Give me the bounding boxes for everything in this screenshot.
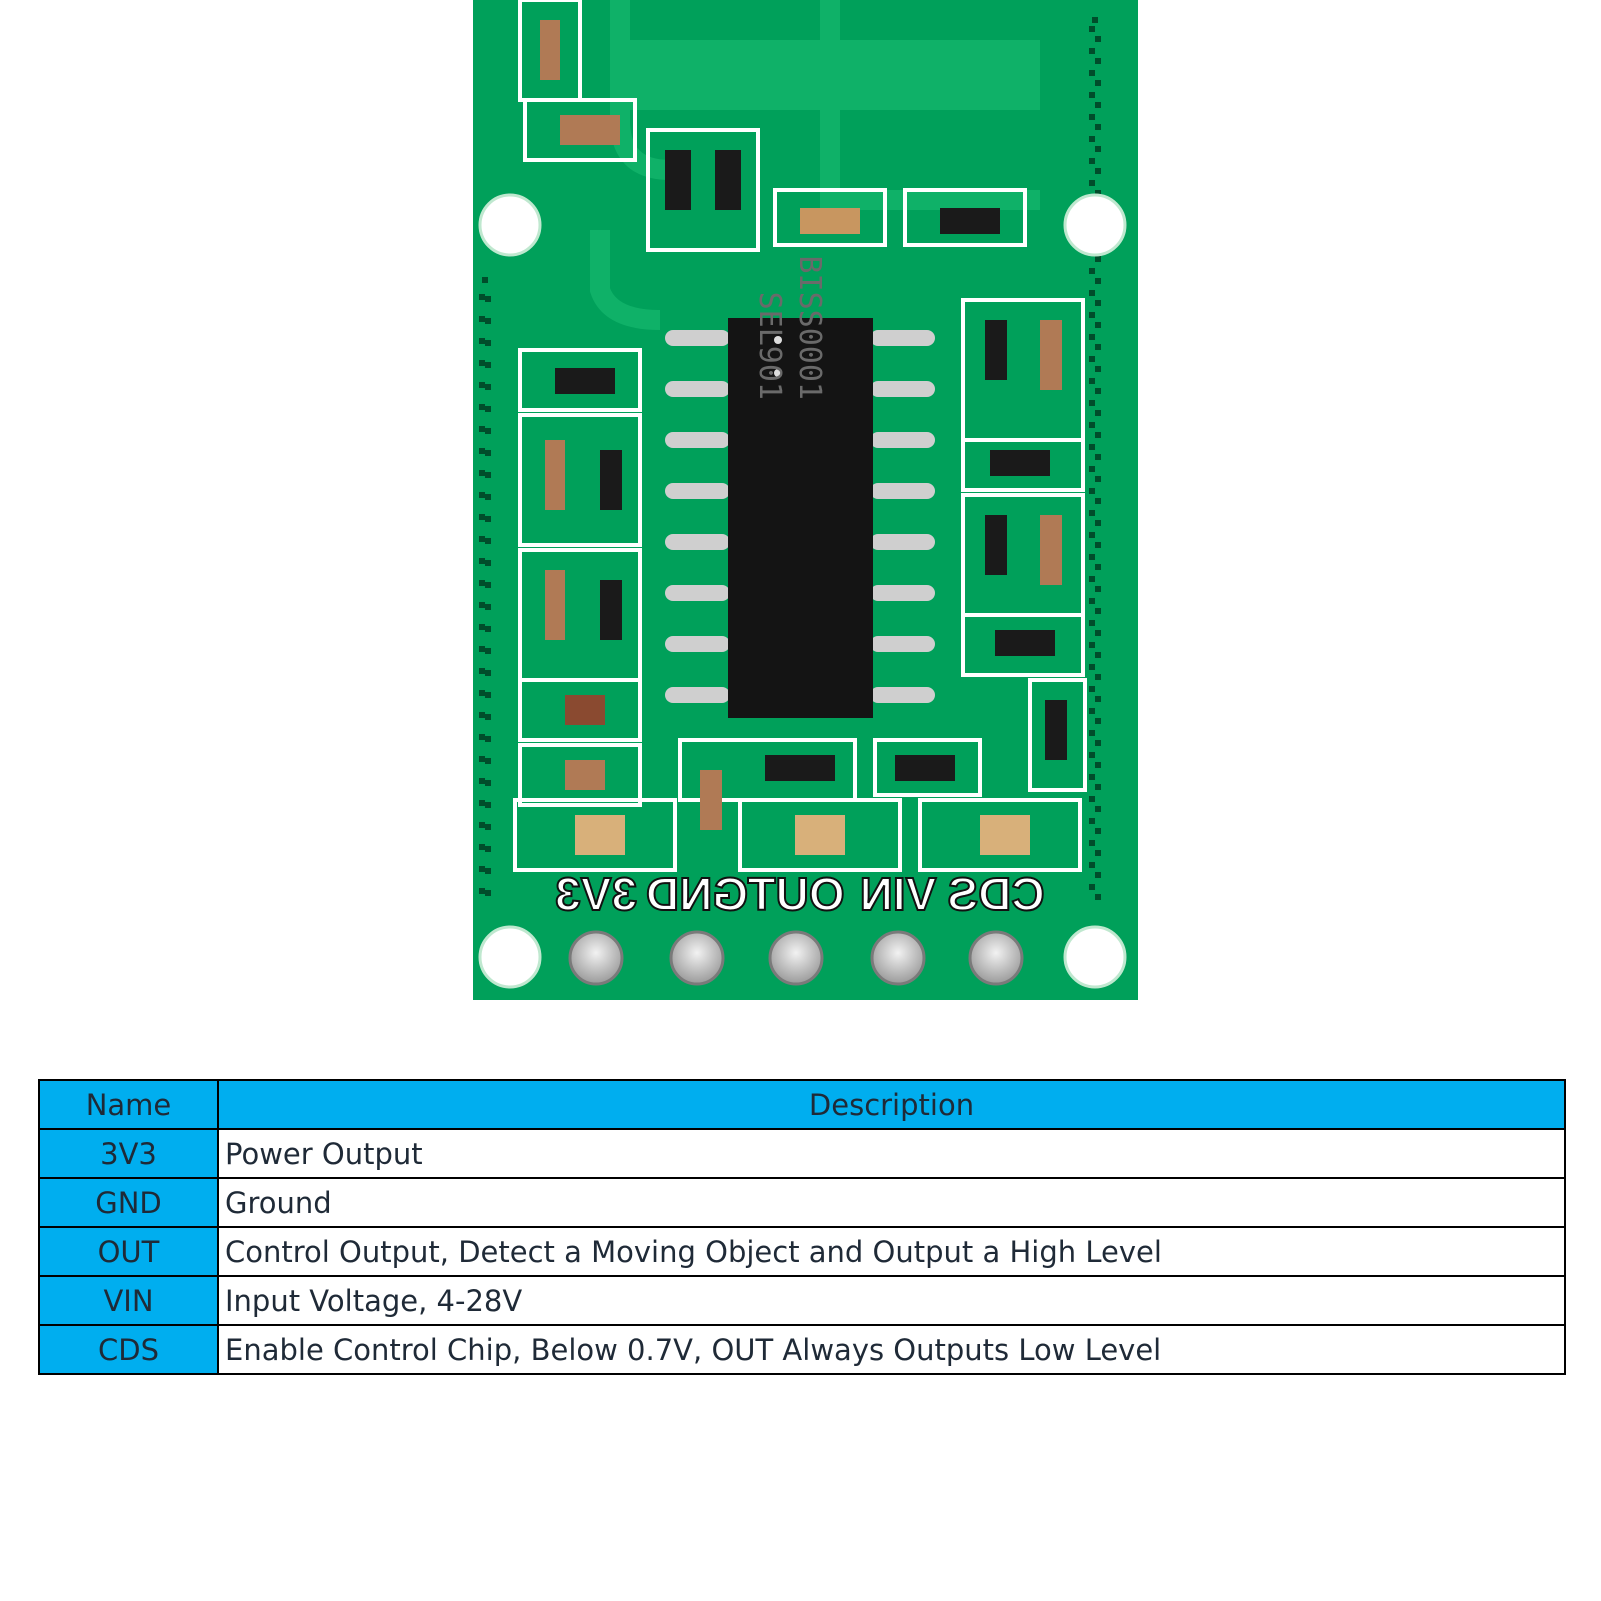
- table-row: CDS Enable Control Chip, Below 0.7V, OUT…: [38, 1324, 1566, 1375]
- table-row: GND Ground: [38, 1177, 1566, 1228]
- description-column-header: Description: [217, 1079, 1566, 1130]
- name-column-header: Name: [38, 1079, 219, 1130]
- ic-chip: [728, 318, 873, 718]
- smd-components: [540, 20, 1067, 855]
- pin-name-cell: CDS: [38, 1324, 219, 1375]
- silk-label-cds: CDS: [947, 868, 1044, 920]
- silk-label-3v3: 3V3: [555, 868, 637, 920]
- chip-marking-2: SEL901: [752, 292, 787, 400]
- pin-description-cell: Enable Control Chip, Below 0.7V, OUT Alw…: [217, 1324, 1566, 1375]
- pin-description-cell: Input Voltage, 4-28V: [217, 1275, 1566, 1326]
- silkscreen-outlines: [513, 0, 1087, 872]
- silk-label-vin: VIN: [860, 868, 937, 920]
- mounting-holes: [478, 193, 1127, 989]
- via-rows: [479, 17, 1101, 903]
- pin-description-cell: Control Output, Detect a Moving Object a…: [217, 1226, 1566, 1277]
- silkscreen-pin-labels: 3V3 GND OUT VIN CDS: [554, 867, 1045, 921]
- pin-name-cell: 3V3: [38, 1128, 219, 1179]
- pin-description-cell: Ground: [217, 1177, 1566, 1228]
- header-pads: [568, 930, 1024, 986]
- pcb-module-image: BISS0001 SEL901 3V3 GND OUT VIN CDS: [473, 0, 1138, 1000]
- pin-description-table: Name Description 3V3 Power Output GND Gr…: [38, 1079, 1566, 1375]
- table-row: 3V3 Power Output: [38, 1128, 1566, 1179]
- pin-description-cell: Power Output: [217, 1128, 1566, 1179]
- chip-marking-1: BISS0001: [792, 256, 827, 401]
- table-header-row: Name Description: [38, 1079, 1566, 1130]
- pin-name-cell: GND: [38, 1177, 219, 1228]
- table-row: OUT Control Output, Detect a Moving Obje…: [38, 1226, 1566, 1277]
- silk-label-gnd: GND: [646, 868, 748, 920]
- pin-name-cell: OUT: [38, 1226, 219, 1277]
- ic-pins: [665, 330, 935, 703]
- silk-label-out: OUT: [747, 868, 844, 920]
- pin-name-cell: VIN: [38, 1275, 219, 1326]
- table-row: VIN Input Voltage, 4-28V: [38, 1275, 1566, 1326]
